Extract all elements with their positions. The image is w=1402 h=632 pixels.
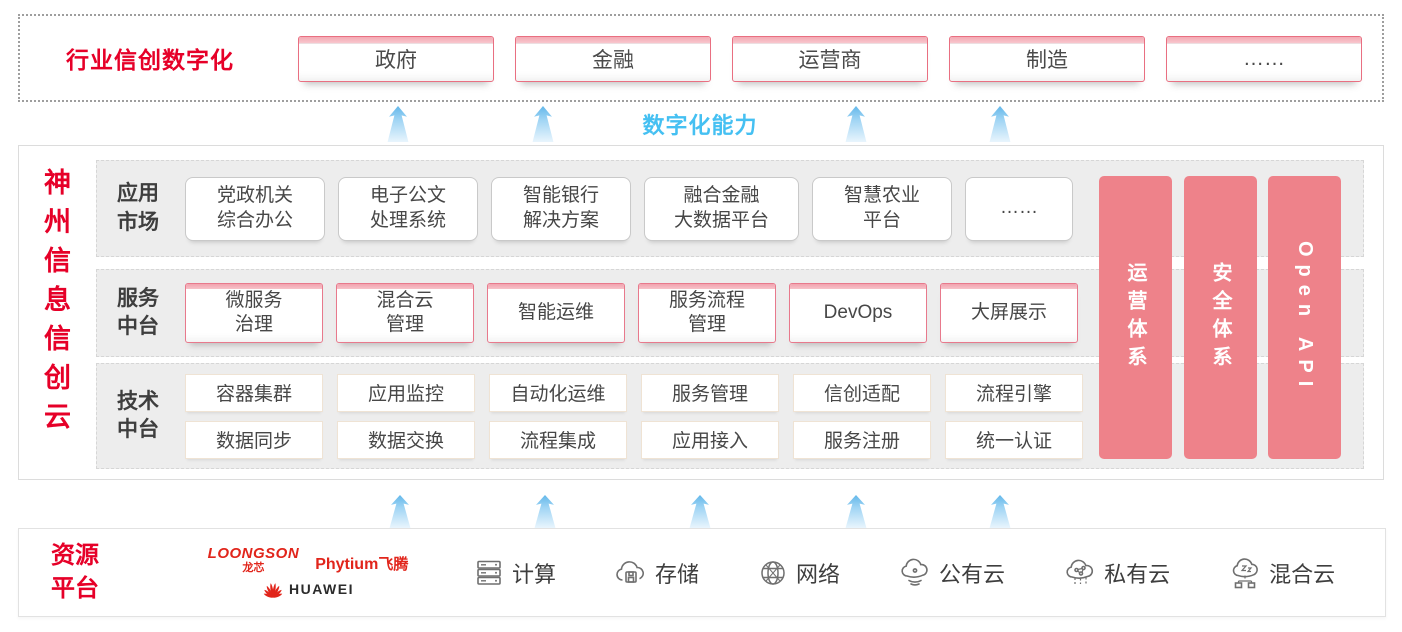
resource-item-label: 存储 xyxy=(655,561,700,587)
resource-items: 计算 存储 网络 xyxy=(473,557,1335,589)
tech-item: 流程引擎 xyxy=(945,373,1083,412)
phytium-logo-cn: 飞腾 xyxy=(378,556,409,573)
up-arrow-icon xyxy=(689,495,711,528)
resource-platform-label: 资源 平台 xyxy=(51,542,99,602)
industry-list: 政府 金融 运营商 制造 …… xyxy=(298,36,1362,82)
service-item: 大屏展示 xyxy=(940,283,1078,343)
service-item: 微服务 治理 xyxy=(185,283,323,343)
up-arrow-icon xyxy=(989,495,1011,528)
private-cloud-icon xyxy=(1063,557,1097,589)
app-item-more: …… xyxy=(965,176,1073,241)
phytium-logo: Phytium飞腾 xyxy=(315,553,408,574)
tech-item: 应用监控 xyxy=(337,373,475,412)
industry-item-operator: 运营商 xyxy=(732,36,928,82)
tech-row-2: 数据同步 数据交换 流程集成 应用接入 服务注册 统一认证 xyxy=(185,420,1083,459)
resource-item-private-cloud: 私有云 xyxy=(1063,557,1170,589)
up-arrow-icon xyxy=(845,495,867,528)
up-arrow-icon xyxy=(532,106,554,142)
service-item: 服务流程 管理 xyxy=(638,283,776,343)
tech-item: 数据同步 xyxy=(185,420,323,459)
industry-item-more: …… xyxy=(1166,36,1362,82)
resource-item-hybrid-cloud: 混合云 xyxy=(1228,557,1335,589)
tech-item: 服务管理 xyxy=(641,373,779,412)
huawei-flower-icon xyxy=(262,579,284,599)
resource-item-label: 私有云 xyxy=(1104,561,1171,587)
industry-banner: 行业信创数字化 政府 金融 运营商 制造 …… xyxy=(18,14,1384,102)
industry-item-government: 政府 xyxy=(298,36,494,82)
pillar-open-api: Open API xyxy=(1268,176,1341,459)
network-globe-icon xyxy=(757,557,789,589)
industry-banner-title: 行业信创数字化 xyxy=(66,47,234,73)
loongson-logo-text: LOONGSON xyxy=(207,545,300,562)
tech-item: 数据交换 xyxy=(337,420,475,459)
up-arrow-icon xyxy=(387,106,409,142)
industry-item-finance: 金融 xyxy=(515,36,711,82)
tech-item: 应用接入 xyxy=(641,420,779,459)
resource-item-label: 计算 xyxy=(512,561,557,587)
tech-middle-items: 容器集群 应用监控 自动化运维 服务管理 信创适配 流程引擎 数据同步 数据交换… xyxy=(185,373,1083,459)
loongson-logo: LOONGSON 龙芯 xyxy=(208,546,300,574)
up-arrow-icon xyxy=(989,106,1011,142)
tech-item: 流程集成 xyxy=(489,420,627,459)
phytium-logo-text: Phytium xyxy=(315,556,379,573)
capability-label: 数字化能力 xyxy=(642,113,758,138)
industry-item-manufacturing: 制造 xyxy=(949,36,1145,82)
app-item: 智能银行 解决方案 xyxy=(491,176,631,241)
loongson-logo-cn: 龙芯 xyxy=(242,562,265,574)
app-item: 党政机关 综合办公 xyxy=(185,176,325,241)
tech-row-1: 容器集群 应用监控 自动化运维 服务管理 信创适配 流程引擎 xyxy=(185,373,1083,412)
platform-panel: 神州信息信创云 应用 市场 党政机关 综合办公 电子公文 处理系统 智能银行 解… xyxy=(18,145,1384,480)
pillar-security-system: 安全体系 xyxy=(1184,176,1257,459)
service-item: 混合云 管理 xyxy=(336,283,474,343)
app-item: 融合金融 大数据平台 xyxy=(644,176,799,241)
vendor-logos: LOONGSON 龙芯 Phytium飞腾 xyxy=(199,546,417,599)
app-market-row: 应用 市场 党政机关 综合办公 电子公文 处理系统 智能银行 解决方案 融合金融… xyxy=(96,160,1364,257)
resource-item-label: 混合云 xyxy=(1269,561,1336,587)
app-market-items: 党政机关 综合办公 电子公文 处理系统 智能银行 解决方案 融合金融 大数据平台… xyxy=(185,176,1073,241)
app-item: 智慧农业 平台 xyxy=(812,176,952,241)
platform-title: 神州信息信创云 xyxy=(40,168,70,441)
tech-item: 自动化运维 xyxy=(489,373,627,412)
tech-middle-row: 技术 中台 容器集群 应用监控 自动化运维 服务管理 信创适配 流程引擎 数据同… xyxy=(96,363,1364,469)
service-middle-row: 服务 中台 微服务 治理 混合云 管理 智能运维 服务流程 管理 DevOps … xyxy=(96,269,1364,357)
up-arrow-icon xyxy=(534,495,556,528)
tech-item: 容器集群 xyxy=(185,373,323,412)
tech-item: 服务注册 xyxy=(793,420,931,459)
tech-item: 信创适配 xyxy=(793,373,931,412)
resource-item-storage: 存储 xyxy=(614,557,699,589)
resource-platform-panel: 资源 平台 LOONGSON 龙芯 Phytium飞腾 xyxy=(18,528,1386,617)
resource-item-compute: 计算 xyxy=(473,557,556,589)
resource-item-label: 网络 xyxy=(796,561,841,587)
resource-item-public-cloud: 公有云 xyxy=(898,557,1005,589)
up-arrow-icon xyxy=(389,495,411,528)
storage-cloud-icon xyxy=(614,557,648,589)
server-icon xyxy=(473,557,505,589)
public-cloud-icon xyxy=(898,557,932,589)
huawei-logo-text: HUAWEI xyxy=(289,581,354,597)
service-item: DevOps xyxy=(789,283,927,343)
tech-item: 统一认证 xyxy=(945,420,1083,459)
app-market-label: 应用 市场 xyxy=(117,182,159,234)
resource-item-label: 公有云 xyxy=(939,561,1006,587)
service-middle-items: 微服务 治理 混合云 管理 智能运维 服务流程 管理 DevOps 大屏展示 xyxy=(185,283,1078,343)
huawei-logo: HUAWEI xyxy=(262,579,354,599)
resource-item-network: 网络 xyxy=(757,557,840,589)
service-middle-label: 服务 中台 xyxy=(117,286,159,338)
hybrid-cloud-icon xyxy=(1228,557,1262,589)
pillar-operations-system: 运营体系 xyxy=(1099,176,1172,459)
tech-middle-label: 技术 中台 xyxy=(117,389,159,441)
app-item: 电子公文 处理系统 xyxy=(338,176,478,241)
up-arrow-icon xyxy=(845,106,867,142)
service-item: 智能运维 xyxy=(487,283,625,343)
